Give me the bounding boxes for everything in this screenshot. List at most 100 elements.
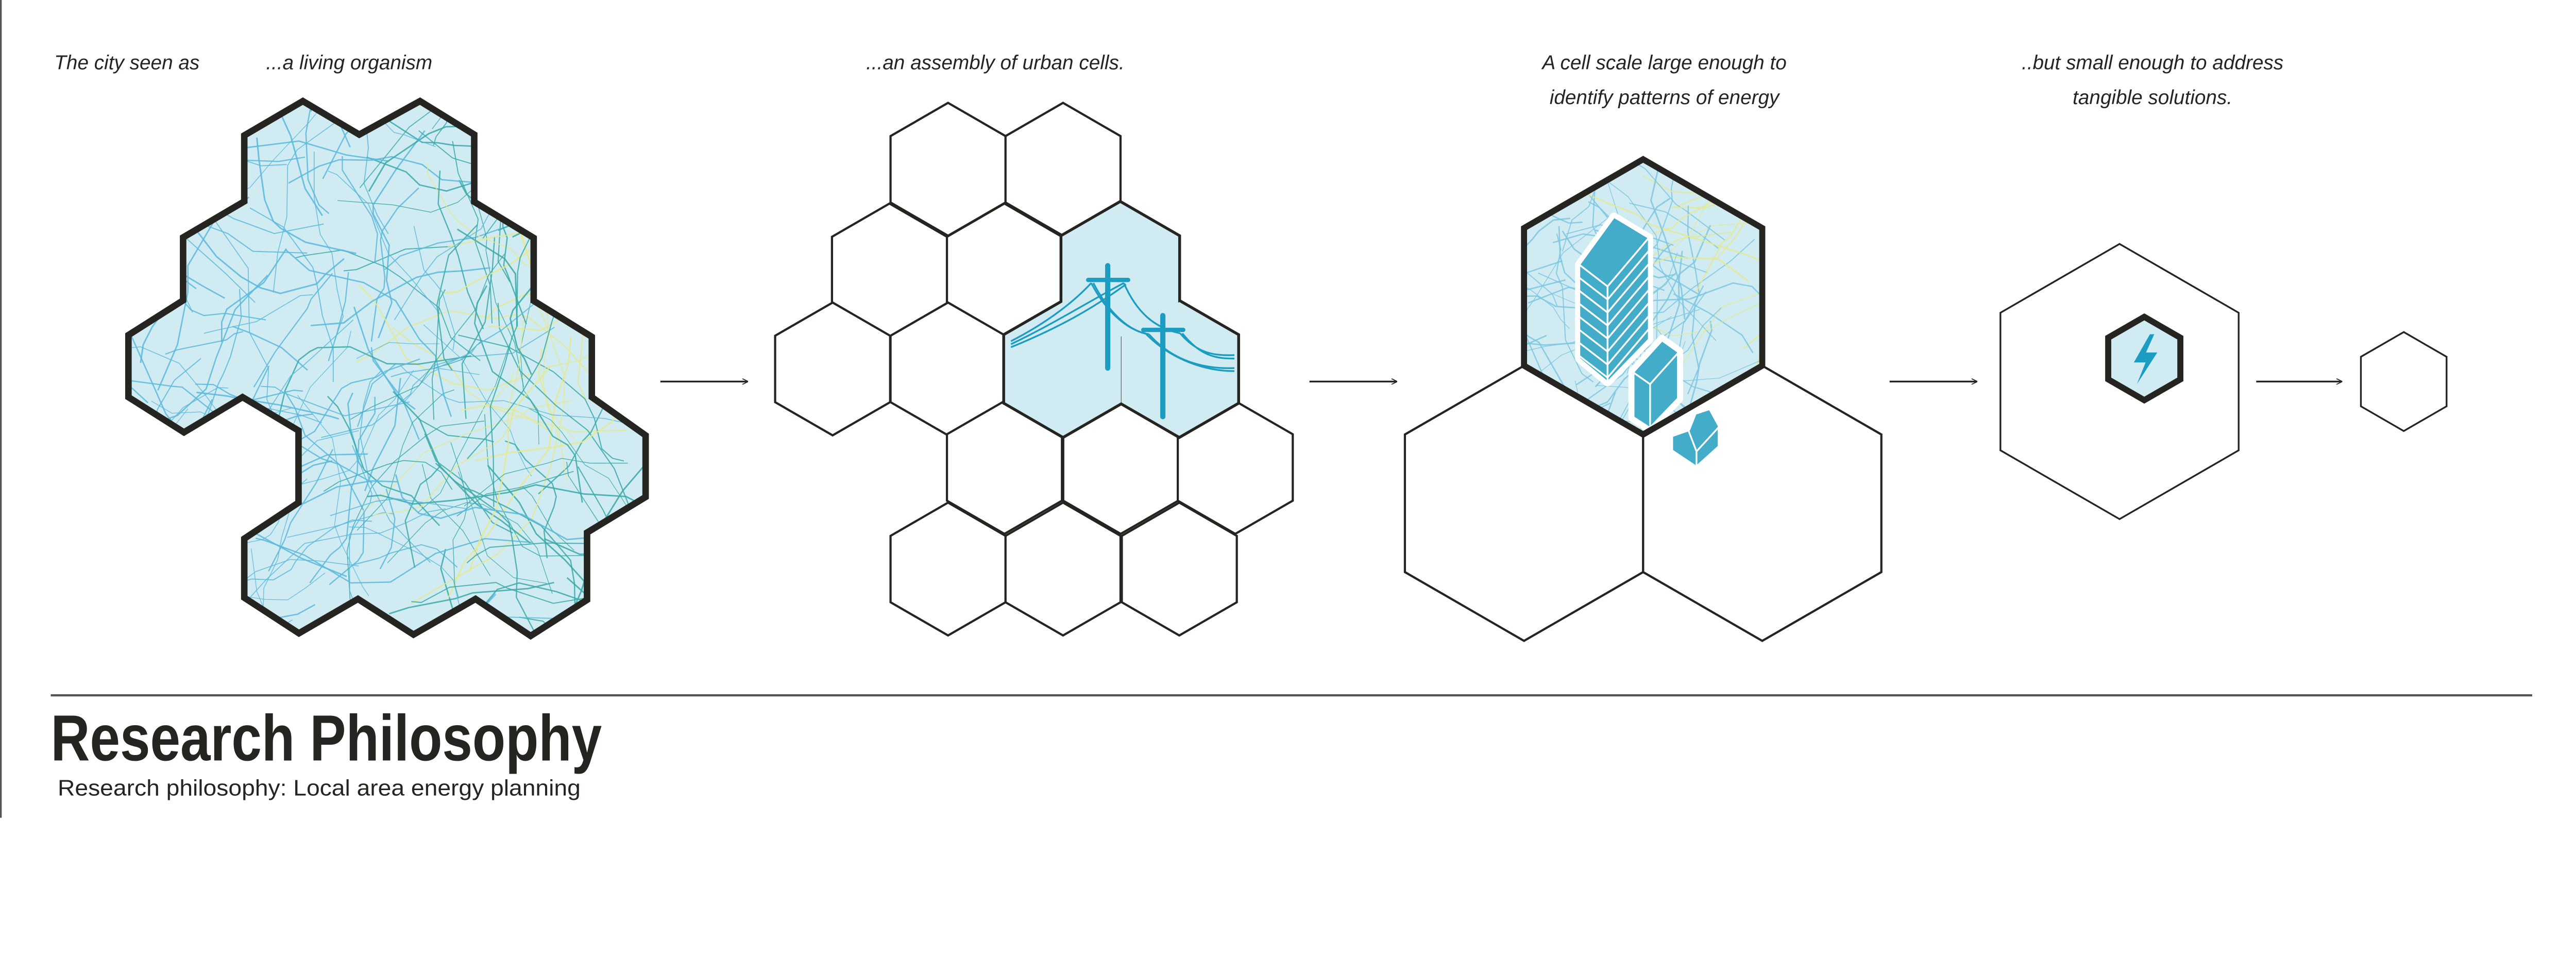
road-line bbox=[232, 326, 308, 371]
road-line bbox=[359, 101, 572, 189]
caption-small-enough-line2: tangible solutions. bbox=[2073, 87, 2232, 109]
road-line bbox=[128, 250, 132, 298]
road-line bbox=[268, 449, 334, 572]
road-line bbox=[139, 424, 275, 508]
road-line bbox=[474, 285, 583, 503]
road-line bbox=[295, 249, 481, 361]
road-line bbox=[535, 101, 605, 174]
road-line bbox=[186, 465, 204, 516]
road-line bbox=[1716, 220, 1747, 259]
road-line bbox=[496, 101, 632, 146]
road-line bbox=[128, 246, 197, 290]
road-line bbox=[322, 101, 390, 179]
road-line bbox=[135, 444, 257, 636]
road-line bbox=[128, 426, 256, 464]
road-line bbox=[566, 577, 646, 636]
utility-pole-2-icon bbox=[1141, 313, 1185, 420]
road-line bbox=[181, 549, 204, 636]
road-line bbox=[424, 433, 513, 534]
road-line bbox=[253, 273, 333, 388]
road-line bbox=[1583, 191, 1762, 292]
utility-pole-1-icon bbox=[1086, 263, 1130, 371]
caption-living-organism: ...a living organism bbox=[266, 52, 432, 74]
road-line bbox=[1524, 260, 1571, 404]
road-line bbox=[393, 391, 531, 544]
road-line bbox=[550, 125, 646, 275]
road-line bbox=[128, 407, 141, 636]
tiny-cell-outline bbox=[2360, 331, 2448, 432]
road-line bbox=[128, 145, 193, 313]
road-line bbox=[320, 327, 555, 438]
road-line bbox=[1758, 197, 1762, 290]
road-line bbox=[519, 616, 635, 636]
road-line bbox=[346, 421, 484, 600]
road-line bbox=[196, 391, 340, 420]
cell-scale-panel bbox=[1403, 156, 1883, 642]
road-line bbox=[389, 581, 554, 615]
research-philosophy-diagram: The city seen as ...a living organism ..… bbox=[0, 0, 2532, 818]
road-line bbox=[421, 464, 491, 576]
road-line bbox=[128, 513, 163, 597]
road-line bbox=[450, 442, 468, 598]
road-line bbox=[608, 135, 646, 379]
road-line bbox=[498, 101, 646, 231]
road-line bbox=[221, 248, 287, 342]
road-line bbox=[278, 346, 471, 419]
road-line bbox=[545, 263, 640, 314]
energy-cell-outline bbox=[1521, 156, 1766, 438]
road-line bbox=[1524, 252, 1570, 329]
road-line bbox=[355, 310, 594, 379]
urban-cell-hex bbox=[1004, 501, 1122, 637]
road-line bbox=[1629, 203, 1719, 249]
road-line bbox=[279, 370, 414, 490]
road-line bbox=[165, 387, 229, 428]
road-line bbox=[285, 249, 452, 417]
road-line bbox=[128, 425, 147, 626]
road-line bbox=[1537, 285, 1704, 435]
road-line bbox=[460, 404, 551, 432]
road-line bbox=[410, 348, 559, 605]
road-line bbox=[427, 163, 570, 283]
road-line bbox=[1531, 159, 1634, 172]
road-line bbox=[360, 370, 431, 563]
road-line bbox=[440, 549, 456, 636]
solution-cell-outline bbox=[1999, 243, 2240, 521]
road-line bbox=[143, 461, 235, 611]
road-line bbox=[530, 156, 646, 337]
road-line bbox=[342, 156, 378, 262]
road-line bbox=[1589, 167, 1717, 341]
road-line bbox=[362, 400, 572, 512]
road-line bbox=[249, 207, 334, 382]
road-line bbox=[594, 121, 646, 129]
road-line bbox=[578, 101, 623, 128]
road-line bbox=[452, 141, 493, 324]
road-line bbox=[1524, 217, 1570, 293]
road-line bbox=[1558, 159, 1725, 241]
road-line bbox=[549, 101, 646, 116]
road-line bbox=[475, 327, 646, 461]
road-line bbox=[402, 368, 480, 404]
road-line bbox=[1666, 159, 1699, 179]
road-line bbox=[578, 101, 610, 134]
road-line bbox=[468, 365, 551, 572]
caption-urban-cells: ...an assembly of urban cells. bbox=[866, 52, 1125, 74]
road-line bbox=[201, 519, 372, 593]
highlighted-cell bbox=[1005, 302, 1121, 436]
road-line bbox=[357, 389, 454, 531]
mid-building-icon bbox=[1628, 334, 1683, 434]
tower-building-icon bbox=[1575, 212, 1653, 387]
power-lines-icon bbox=[1010, 282, 1235, 372]
lightning-bolt-icon bbox=[2133, 334, 2158, 384]
road-line bbox=[404, 465, 442, 568]
road-line bbox=[413, 226, 456, 350]
road-line bbox=[1673, 293, 1754, 354]
road-line bbox=[327, 396, 440, 526]
road-line bbox=[128, 377, 149, 404]
road-line bbox=[185, 216, 345, 294]
road-line bbox=[379, 488, 396, 570]
road-line bbox=[349, 445, 393, 636]
road-line bbox=[417, 343, 511, 513]
road-line bbox=[470, 101, 612, 136]
road-line bbox=[518, 132, 646, 182]
road-line bbox=[583, 176, 602, 220]
